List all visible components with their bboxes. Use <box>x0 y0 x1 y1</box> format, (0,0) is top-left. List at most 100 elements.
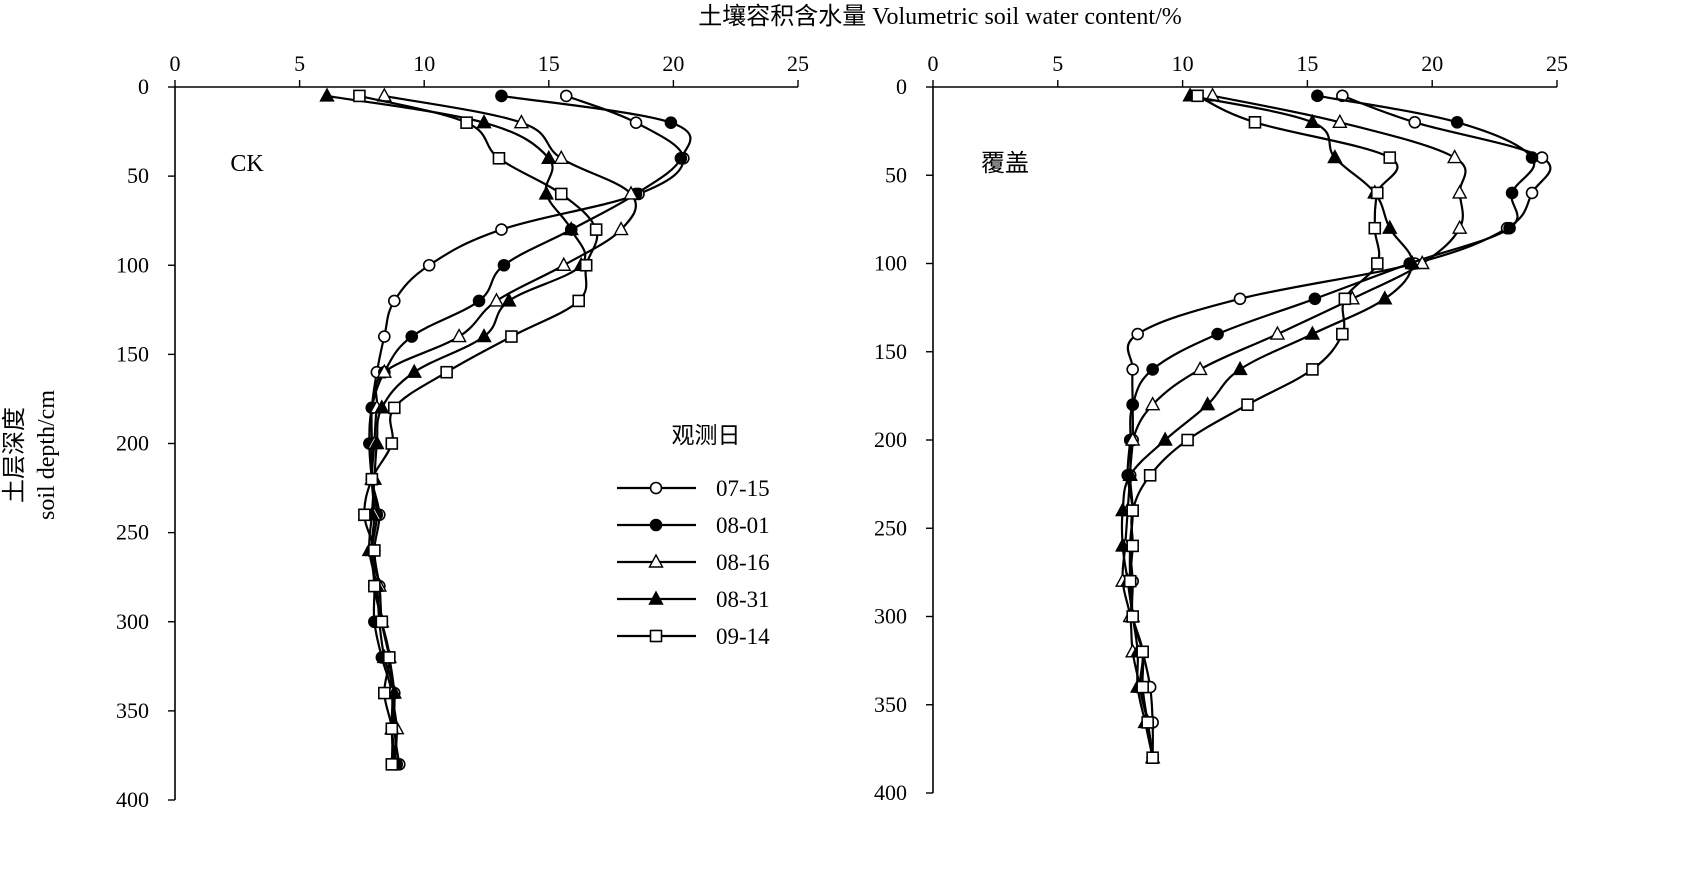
x-tick-label: 25 <box>1546 51 1568 76</box>
y-tick-label: 350 <box>874 692 907 717</box>
data-point-08-01 <box>1505 186 1519 200</box>
data-point-09-14 <box>572 294 586 308</box>
data-point-08-16 <box>1125 431 1141 446</box>
data-point-08-31 <box>563 221 579 236</box>
data-point-08-31 <box>386 684 402 699</box>
x-tick-label: 20 <box>1421 51 1443 76</box>
data-point-09-14 <box>1141 716 1154 729</box>
data-point-09-14 <box>505 330 518 343</box>
y-tick-label: 100 <box>116 252 149 277</box>
data-point-07-15 <box>629 116 643 129</box>
data-point-09-14 <box>1143 468 1157 482</box>
data-point-08-01 <box>664 116 678 129</box>
data-point-08-31 <box>1382 219 1398 234</box>
data-point-09-14 <box>440 365 453 379</box>
x-tick-label: 10 <box>1172 51 1194 76</box>
data-point-08-16 <box>613 221 629 236</box>
y-tick-label: 150 <box>874 339 907 364</box>
data-point-08-31 <box>369 435 385 450</box>
data-point-08-31 <box>1304 113 1321 129</box>
data-point-08-31 <box>1115 502 1131 517</box>
data-point-08-31 <box>406 363 422 378</box>
data-point-08-01 <box>1503 221 1516 235</box>
data-point-08-31 <box>476 114 492 129</box>
data-point-09-14 <box>383 651 396 664</box>
legend-marker-08-01 <box>649 518 663 532</box>
legend-label-09-14: 09-14 <box>716 624 770 649</box>
data-point-08-16 <box>1451 219 1468 234</box>
legend-label-08-31: 08-31 <box>716 587 770 612</box>
data-point-08-16 <box>623 185 639 200</box>
y-axis-label-en: soil depth/cm <box>34 390 60 520</box>
data-point-07-15 <box>1525 186 1539 200</box>
data-point-08-16 <box>553 149 569 165</box>
top-axis-label: 土壤容积含水量 Volumetric soil water content/% <box>698 3 1181 30</box>
x-tick-label: 10 <box>413 51 435 76</box>
data-point-08-01 <box>497 258 511 272</box>
data-point-09-14 <box>1136 645 1149 659</box>
data-point-09-14 <box>579 258 593 272</box>
legend-label-08-16: 08-16 <box>716 550 770 575</box>
x-tick-label: 5 <box>1052 51 1063 76</box>
series-line-08-16 <box>1121 94 1467 758</box>
series-line-07-15 <box>1126 94 1552 758</box>
legend-label-08-01: 08-01 <box>716 513 770 538</box>
data-point-08-16 <box>513 114 530 129</box>
data-point-09-14 <box>1123 574 1137 588</box>
data-point-09-14 <box>353 89 366 103</box>
data-point-07-15 <box>1408 116 1422 129</box>
data-point-09-14 <box>460 116 473 129</box>
y-tick-label: 0 <box>896 74 907 99</box>
x-tick-label: 25 <box>787 51 809 76</box>
data-point-08-31 <box>1327 149 1343 164</box>
data-point-07-15 <box>387 294 401 308</box>
y-tick-label: 400 <box>874 780 907 805</box>
y-axis-label-cn: 土层深度 <box>1 407 28 503</box>
data-point-09-14 <box>1383 151 1397 164</box>
data-point-09-14 <box>589 223 603 236</box>
data-point-09-14 <box>368 579 381 593</box>
data-point-09-14 <box>1336 327 1349 341</box>
data-point-07-15 <box>1131 327 1144 341</box>
legend-marker-09-14 <box>649 629 663 643</box>
data-point-09-14 <box>1126 504 1139 517</box>
data-point-08-31 <box>476 328 492 343</box>
data-point-08-01 <box>1311 89 1324 103</box>
y-tick-label: 250 <box>116 520 149 545</box>
data-point-08-16 <box>1332 113 1348 129</box>
data-point-08-01 <box>1146 363 1159 376</box>
y-tick-label: 350 <box>116 698 149 723</box>
data-point-08-01 <box>495 89 508 103</box>
data-point-08-01 <box>1308 292 1322 306</box>
data-point-09-14 <box>378 686 391 700</box>
data-point-08-16 <box>1269 325 1286 340</box>
data-point-09-14 <box>554 187 568 201</box>
data-point-07-15 <box>422 258 436 272</box>
data-point-08-31 <box>374 399 390 414</box>
x-tick-label: 0 <box>170 51 181 76</box>
data-point-09-14 <box>385 437 399 450</box>
data-point-08-31 <box>538 185 554 200</box>
data-point-09-14 <box>1370 257 1384 270</box>
data-point-08-01 <box>1450 116 1464 129</box>
y-tick-label: 200 <box>874 427 907 452</box>
data-point-07-15 <box>1126 363 1139 376</box>
data-point-08-31 <box>1157 431 1173 446</box>
data-point-09-14 <box>1368 221 1382 235</box>
data-point-08-01 <box>405 330 419 343</box>
data-point-09-14 <box>1136 680 1149 694</box>
data-point-09-14 <box>1191 89 1204 103</box>
legend-marker-08-31 <box>648 590 664 605</box>
data-point-09-14 <box>358 508 371 522</box>
data-point-08-16 <box>1192 360 1208 376</box>
data-point-08-16 <box>1414 255 1430 270</box>
data-point-08-01 <box>1525 151 1539 164</box>
panel-label: 覆盖 <box>981 150 1029 177</box>
data-point-09-14 <box>387 401 401 415</box>
y-tick-label: 400 <box>116 787 149 812</box>
data-point-09-14 <box>1146 751 1159 765</box>
data-point-08-31 <box>1122 466 1138 481</box>
data-point-09-14 <box>492 152 506 165</box>
